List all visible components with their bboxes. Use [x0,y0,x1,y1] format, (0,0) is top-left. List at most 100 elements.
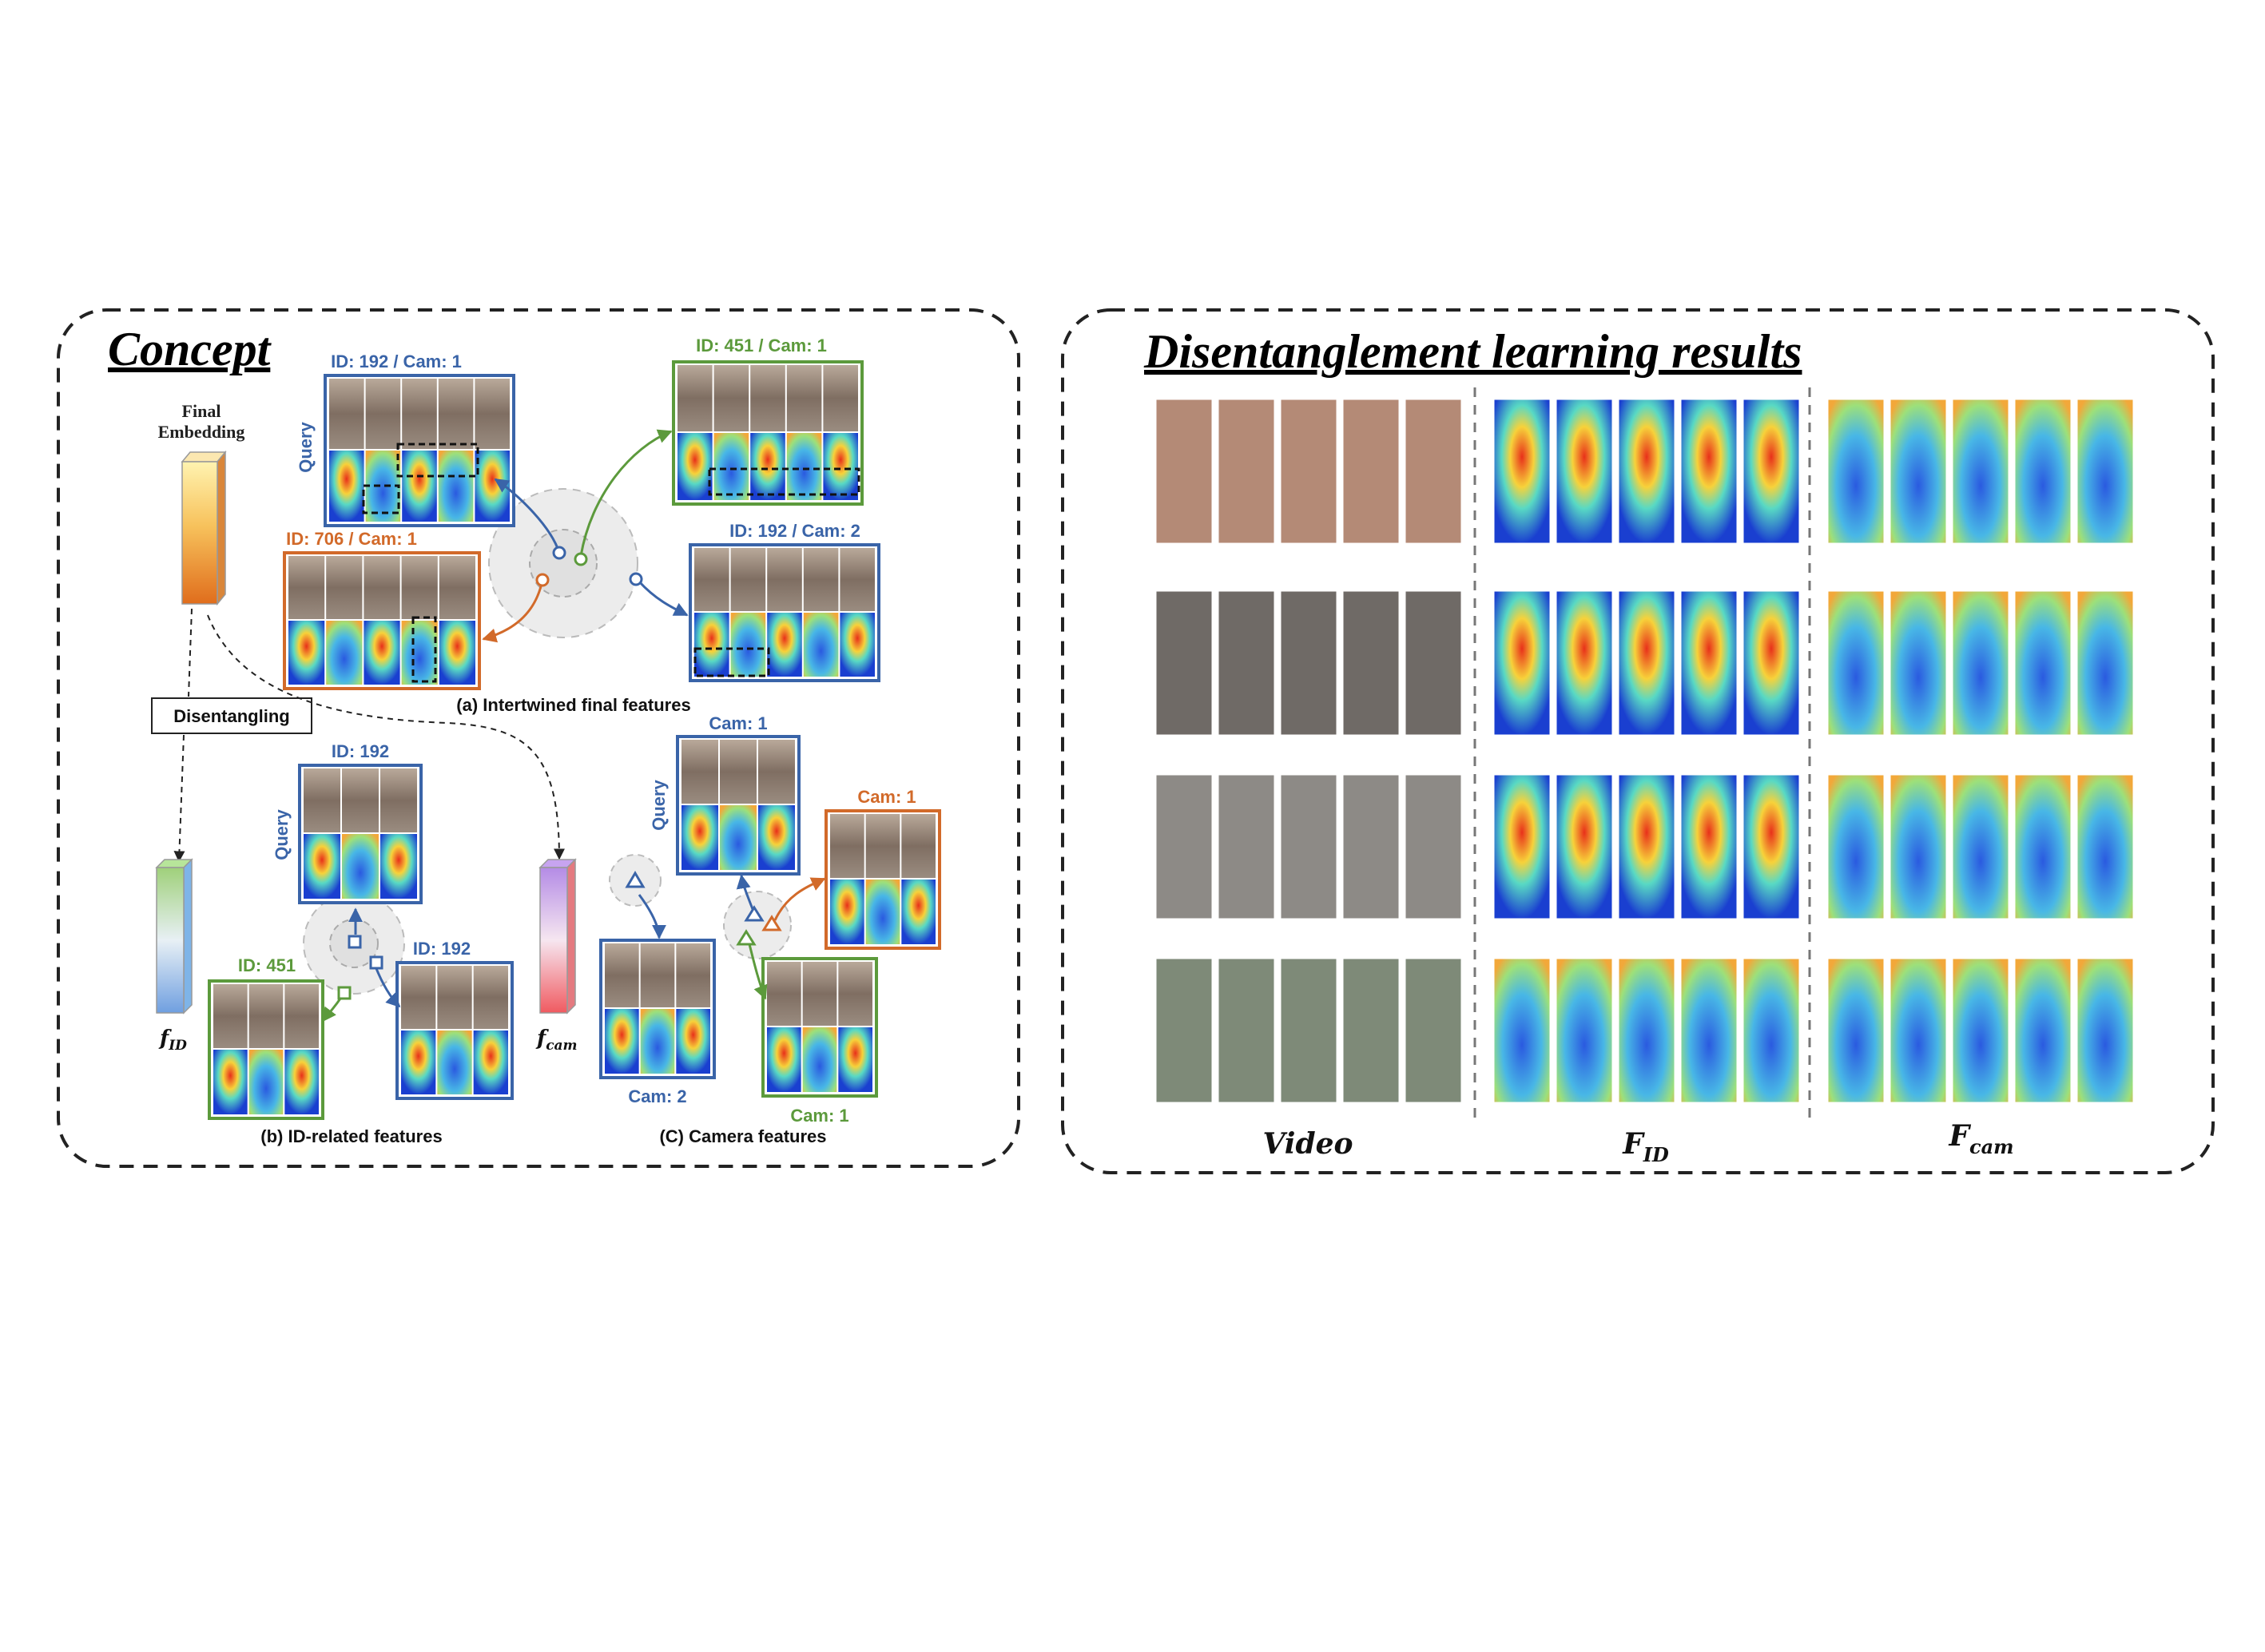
fcam-heatmap-frame [1952,399,2009,544]
frame-photo [901,814,936,878]
frame-heatmap [901,880,936,944]
video-frame [1280,590,1337,736]
frame-heatmap [213,1050,248,1114]
frame-heatmap [803,613,839,677]
results-column-label-video: Video [1262,1127,1353,1161]
point-a-blue-1 [552,546,566,560]
frame-photo [365,379,401,449]
card-a3-highlight-box [411,616,437,683]
frame-photo [720,740,757,804]
arrow-b-blue [374,966,401,1008]
card-a1-label: ID: 192 / Cam: 1 [331,351,462,371]
card-b1-frames [304,768,417,899]
fcam-heatmap-frame [1827,958,1885,1103]
frame-heatmap [640,1009,675,1074]
video-frame [1280,399,1337,544]
results-panel: Disentanglement learning results Video F… [1061,308,2215,1174]
arrow-c-query [736,874,754,910]
frame-photo [401,556,438,619]
frame-photo [730,548,766,611]
frame-heatmap [823,433,858,500]
frame-heatmap [437,1031,472,1094]
flow-line-final-to-fcam [207,614,565,860]
fid-heatmap-frame [1618,590,1675,736]
concept-panel-border [57,308,1020,1168]
card-c4-label: Cam: 1 [790,1106,848,1126]
frame-heatmap [767,613,802,677]
point-a-green [574,552,588,566]
frame-photo [329,379,364,449]
video-frame [1280,774,1337,919]
flow-line-box-to-fid [173,734,185,863]
frame-heatmap [364,621,400,685]
frame-photo [786,365,822,431]
frame-heatmap [304,834,340,899]
fid-heatmap-frame [1493,590,1551,736]
frame-photo [838,962,872,1026]
frame-photo [439,556,475,619]
frame-photo [823,365,858,431]
fcam-heatmap-frame [1889,590,1947,736]
fid-heatmap-frame [1493,958,1551,1103]
arrow-a-blue-query [494,478,561,554]
card-c1-label: Cam: 1 [709,713,767,733]
point-c-orange [761,915,782,931]
frame-photo [401,966,436,1029]
frame-heatmap [676,1009,710,1074]
frame-photo [676,943,710,1007]
fcam-heatmap-frame [1827,399,1885,544]
frame-heatmap [248,1050,284,1114]
cam-space-circle-right [723,891,792,959]
fcam-heatmap-frame [1952,958,2009,1103]
fid-heatmap-frame [1742,958,1800,1103]
fid-heatmap-frame [1680,958,1738,1103]
section-a-caption: (a) Intertwined final features [456,695,690,715]
fid-heatmap-frame [1680,774,1738,919]
frame-photo [342,768,379,832]
fid-heatmap-frame [1556,399,1613,544]
video-frame [1405,958,1462,1103]
card-c2-frames [830,814,936,944]
card-a4-frames [694,548,875,677]
frame-heatmap [401,1031,436,1094]
frame-heatmap [730,613,766,677]
frame-photo [473,966,508,1029]
frame-heatmap [838,1027,872,1092]
card-a3-frames [288,556,475,685]
card-b3-label: ID: 192 [413,939,471,959]
results-column-label-fcam: Fcam [1948,1119,2013,1158]
fid-heatmap-frame [1556,590,1613,736]
frame-heatmap [681,805,718,870]
frame-photo [213,984,248,1048]
frame-photo [475,379,510,449]
frame-heatmap [329,451,364,522]
fid-heatmap-frame [1556,958,1613,1103]
frame-photo [248,984,284,1048]
fid-heatmap-frame [1680,590,1738,736]
frame-photo [605,943,639,1007]
video-frame [1342,590,1400,736]
frame-photo [830,814,864,878]
card-a2-frames [678,365,858,500]
card-a2-label: ID: 451 / Cam: 1 [696,336,827,355]
fcam-heatmap-frame [2014,774,2072,919]
frame-photo [437,966,472,1029]
final-embedding-bar [181,450,227,606]
frame-heatmap [284,1050,319,1114]
fcam-heatmap-frame [1952,590,2009,736]
frame-photo [681,740,718,804]
frame-heatmap [678,433,713,500]
frame-heatmap [365,451,401,522]
video-frame [1155,590,1213,736]
frame-heatmap [720,805,757,870]
card-b3-frames [401,966,508,1094]
frame-photo [767,548,802,611]
frame-photo [380,768,417,832]
fcam-heatmap-frame [2076,774,2134,919]
concept-panel: Concept Final Embedding Disentangling fI… [57,308,1020,1168]
card-a3-label: ID: 706 / Cam: 1 [286,529,417,549]
frame-photo [713,365,749,431]
frame-photo [750,365,785,431]
section-c-caption: (C) Camera features [659,1126,826,1146]
